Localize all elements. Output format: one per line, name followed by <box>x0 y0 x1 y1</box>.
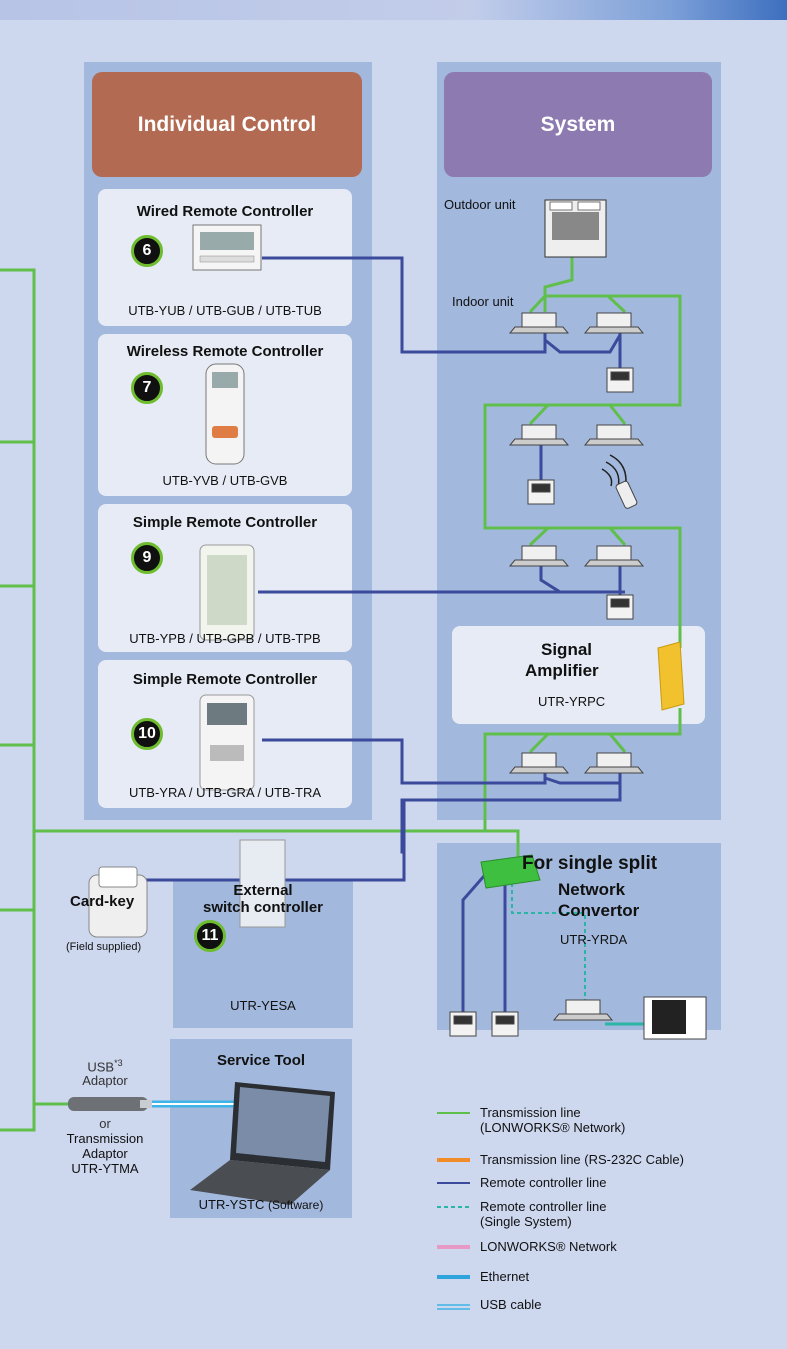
wired-remote-controller-image <box>192 224 262 271</box>
wired-controller-icon <box>527 479 555 505</box>
signal-amplifier-icon <box>657 641 685 711</box>
card-key-note: (Field supplied) <box>66 941 142 953</box>
indoor-unit-icon <box>508 312 570 334</box>
controller-title: Simple Remote Controller <box>132 671 318 688</box>
wireless-remote-controller-image <box>205 363 245 465</box>
external-switch-title: switch controller <box>202 899 324 916</box>
controller-title: Wireless Remote Controller <box>126 343 324 360</box>
network-convertor-model: UTR-YRDA <box>560 932 628 947</box>
legend-label: Remote controller line <box>480 1199 607 1214</box>
legend-label: Transmission line <box>480 1105 581 1120</box>
transmission-adaptor-label: Adaptor <box>82 1146 128 1161</box>
indoor-unit-label: Indoor unit <box>452 294 514 309</box>
service-tool-model-suffix: (Software) <box>267 1198 324 1212</box>
laptop-image <box>190 1082 335 1205</box>
service-tool-model: UTR-YSTC (Software) <box>170 1197 352 1212</box>
controller-title: Wired Remote Controller <box>136 203 314 220</box>
outdoor-unit-label: Outdoor unit <box>444 197 516 212</box>
top-banner <box>0 0 787 20</box>
wired-controller-icon <box>606 367 634 393</box>
wireless-remote-small-icon <box>615 480 638 509</box>
transmission-adaptor-model: UTR-YTMA <box>71 1161 139 1176</box>
controller-number-badge: 7 <box>131 372 163 404</box>
controller-models: UTB-YRA / UTB-GRA / UTB-TRA <box>128 785 322 800</box>
indoor-unit-icon <box>583 545 645 567</box>
signal-amplifier-title: Signal <box>541 640 593 659</box>
indoor-unit-icon <box>508 752 570 774</box>
indoor-unit-icon <box>508 424 570 446</box>
legend-remote-line: Remote controller line <box>480 1175 607 1190</box>
controller-number-badge: 10 <box>131 718 163 750</box>
indoor-unit-icon <box>583 424 645 446</box>
wired-controller-icon <box>606 594 634 620</box>
legend-label: (Single System) <box>480 1214 572 1229</box>
external-switch-title: External <box>233 882 293 899</box>
card-key-image <box>88 866 148 938</box>
external-switch-image <box>239 839 286 928</box>
indoor-unit-icon <box>508 545 570 567</box>
usb-adaptor-label: Adaptor <box>82 1073 128 1088</box>
network-convertor-icon <box>480 854 541 889</box>
service-tool-title: Service Tool <box>216 1052 306 1069</box>
legend-swatches <box>437 1112 470 1310</box>
legend-transmission: Transmission line (LONWORKS® Network) <box>480 1105 625 1135</box>
controller-models: UTB-YUB / UTB-GUB / UTB-TUB <box>128 303 322 318</box>
single-split-outdoor-icon <box>643 996 707 1040</box>
or-label: or <box>99 1116 111 1131</box>
outdoor-unit-icon <box>544 199 607 258</box>
signal-amplifier-model: UTR-YRPC <box>538 694 606 709</box>
legend-usb: USB cable <box>480 1297 542 1312</box>
legend-ethernet: Ethernet <box>480 1269 530 1284</box>
transmission-adaptor-label: Transmission <box>66 1131 144 1146</box>
network-convertor-title: Convertor <box>558 901 640 920</box>
indoor-unit-icon <box>552 999 614 1021</box>
simple-remote-controller-image <box>199 694 255 791</box>
indoor-unit-icon <box>583 312 645 334</box>
controller-number-badge: 9 <box>131 542 163 574</box>
controller-models: UTB-YVB / UTB-GVB <box>162 473 288 488</box>
controller-number-badge: 11 <box>194 920 226 952</box>
system-header: System <box>444 72 712 177</box>
legend-remote-single: Remote controller line (Single System) <box>480 1199 606 1229</box>
individual-control-header: Individual Control <box>92 72 362 177</box>
legend-rs232c: Transmission line (RS-232C Cable) <box>480 1152 684 1167</box>
wired-controller-icon <box>491 1011 519 1037</box>
usb-footnote: *3 <box>114 1058 123 1068</box>
legend-lonworks: LONWORKS® Network <box>480 1239 617 1254</box>
wired-controller-icon <box>449 1011 477 1037</box>
controller-number-badge: 6 <box>131 235 163 267</box>
network-convertor-title: Network <box>558 880 626 899</box>
usb-adaptor-label: USB*3 <box>70 1058 140 1074</box>
controller-models: UTB-YPB / UTB-GPB / UTB-TPB <box>129 631 321 646</box>
single-split-header: For single split <box>522 853 658 874</box>
legend-label: (LONWORKS® Network) <box>480 1120 626 1135</box>
signal-amplifier-title: Amplifier <box>525 661 599 680</box>
service-tool-model-name: UTR-YSTC <box>198 1197 265 1212</box>
usb-label: USB <box>87 1059 115 1075</box>
indoor-unit-icon <box>583 752 645 774</box>
external-switch-model: UTR-YESA <box>230 998 296 1013</box>
card-key-title: Card-key <box>70 893 135 910</box>
controller-title: Simple Remote Controller <box>132 514 318 531</box>
simple-remote-controller-image <box>199 544 255 641</box>
usb-adaptor-icon <box>68 1097 148 1111</box>
